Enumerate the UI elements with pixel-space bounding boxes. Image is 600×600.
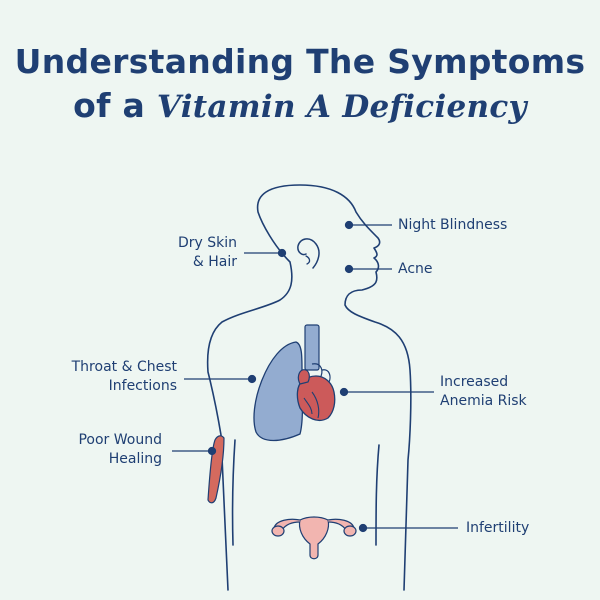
title-line-2: of a Vitamin A Deficiency — [0, 84, 600, 129]
left-arm-inner — [231, 439, 236, 546]
title-line-1: Understanding The Symptoms — [14, 42, 586, 81]
throat-line-1: Throat & Chest — [71, 359, 177, 375]
body-outline — [206, 184, 412, 591]
anemia-line-2: Anemia Risk — [440, 393, 527, 409]
page-title: Understanding The Symptoms of a Vitamin … — [0, 40, 600, 129]
throat-line-2: Infections — [108, 378, 177, 394]
dry-skin-line-2: & Hair — [192, 254, 237, 270]
trachea-icon — [304, 324, 320, 371]
wound-line-2: Healing — [108, 451, 162, 467]
anemia-label: Increased Anemia Risk — [440, 373, 527, 411]
title-accent: Vitamin A Deficiency — [156, 89, 527, 125]
heart-icon — [296, 363, 336, 422]
throat-label: Throat & Chest Infections — [72, 358, 177, 396]
lung-icon — [253, 341, 304, 442]
right-arm-inner — [375, 444, 380, 546]
ear-icon — [297, 238, 320, 269]
infertility-label: Infertility — [466, 520, 530, 536]
wound-line-1: Poor Wound — [78, 432, 162, 448]
acne-label: Acne — [398, 261, 433, 277]
anemia-line-1: Increased — [440, 374, 509, 390]
dry-skin-label: Dry Skin & Hair — [178, 234, 237, 272]
dry-skin-line-1: Dry Skin — [177, 235, 237, 251]
night-blindness-label: Night Blindness — [398, 217, 508, 233]
title-line-2-prefix: of a — [73, 86, 157, 125]
muscle-icon — [207, 435, 225, 504]
uterus-icon — [271, 516, 357, 560]
wound-label: Poor Wound Healing — [78, 431, 162, 469]
